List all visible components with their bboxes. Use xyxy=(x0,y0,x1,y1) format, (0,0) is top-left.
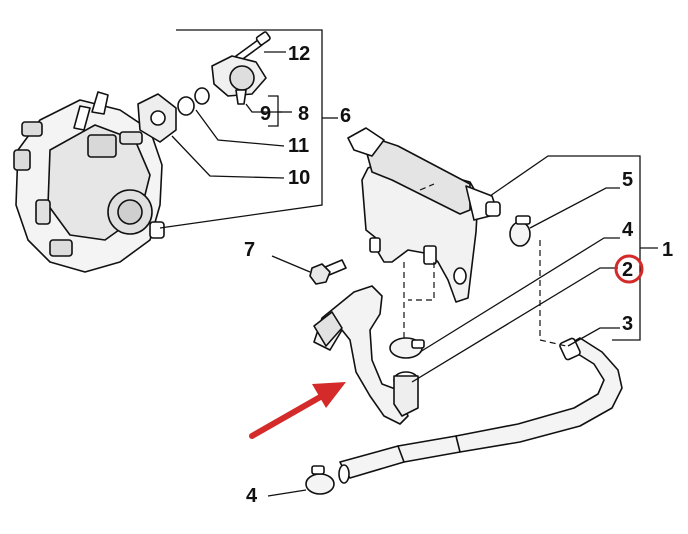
flange-part-10 xyxy=(137,93,177,143)
return-hose-part-2 xyxy=(313,285,419,425)
o-rings-part-11 xyxy=(177,87,210,116)
red-arrow xyxy=(249,382,346,439)
screw-part-12 xyxy=(235,31,271,62)
callout-11: 11 xyxy=(288,135,309,157)
callout-1: 1 xyxy=(662,239,673,261)
leader-lines xyxy=(159,29,658,497)
callout-4-upper: 4 xyxy=(622,219,634,241)
callout-5: 5 xyxy=(622,169,633,191)
callout-2: 2 xyxy=(622,259,633,281)
pressure-regulator-part-9 xyxy=(211,55,267,105)
callout-3: 3 xyxy=(622,313,633,335)
high-pressure-pump xyxy=(13,91,165,273)
callout-8: 8 xyxy=(298,103,309,125)
highlight-circle xyxy=(614,254,644,284)
fuel-manifold-part-6 xyxy=(347,127,501,303)
callout-10: 10 xyxy=(288,167,310,189)
clamp-part-4-upper xyxy=(389,337,425,359)
clamp-part-4-lower xyxy=(305,465,335,495)
callout-12: 12 xyxy=(288,43,310,65)
return-pipe-part-3 xyxy=(338,337,623,484)
callout-9: 9 xyxy=(260,103,271,125)
callout-labels: 12 9 8 6 11 10 5 4 1 2 3 7 4 xyxy=(244,43,673,507)
callout-7: 7 xyxy=(244,239,255,261)
callout-6: 6 xyxy=(340,105,351,127)
callout-4-lower: 4 xyxy=(246,485,258,507)
clamp-part-5 xyxy=(509,215,531,247)
bolt-part-7 xyxy=(309,259,347,285)
